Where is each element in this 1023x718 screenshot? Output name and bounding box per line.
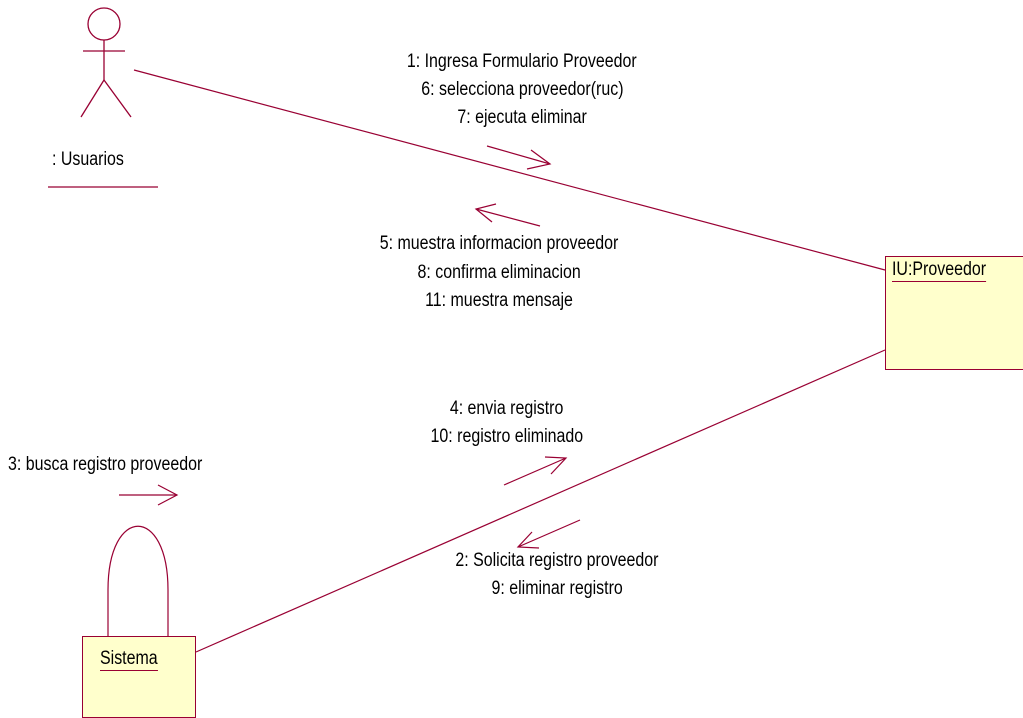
message-label: 7: ejecuta eliminar (457, 107, 587, 128)
arrow-to-usuarios (474, 203, 541, 227)
actor-usuarios-label: : Usuarios (52, 149, 124, 170)
message-label: 11: muestra mensaje (425, 290, 573, 311)
self-loop-sistema[interactable] (107, 525, 169, 636)
message-label: 10: registro eliminado (430, 426, 584, 447)
messages-to-usuarios: 5: muestra informacion proveedor 8: conf… (299, 233, 699, 312)
arrow-to-sistema (516, 519, 581, 549)
link-usuarios-iu-proveedor[interactable] (133, 69, 886, 271)
actor-left-leg (80, 79, 105, 118)
messages-to-iu-from-sistema: 4: envia registro 10: registro eliminado (357, 398, 657, 448)
object-iu-proveedor[interactable] (885, 256, 1023, 370)
actor-head (87, 7, 121, 41)
messages-to-sistema: 2: Solicita registro proveedor 9: elimin… (407, 550, 707, 600)
actor-usuarios-figure[interactable] (80, 7, 132, 118)
message-label: 4: envia registro (450, 398, 564, 419)
message-label: 5: muestra informacion proveedor (379, 233, 619, 254)
arrow-self-sistema (119, 484, 179, 506)
arrow-to-iu-proveedor (486, 145, 552, 170)
object-iu-proveedor-label: IU:Proveedor (892, 259, 987, 282)
message-label: 1: Ingresa Formulario Proveedor (407, 51, 637, 72)
message-label: 2: Solicita registro proveedor (455, 550, 659, 571)
actor-right-leg (103, 79, 132, 118)
message-label: 9: eliminar registro (491, 578, 623, 599)
message-label: 8: confirma eliminacion (417, 262, 581, 283)
messages-to-iu-proveedor: 1: Ingresa Formulario Proveedor 6: selec… (322, 51, 722, 129)
message-self-sistema-label: 3: busca registro proveedor (8, 454, 203, 475)
object-sistema-label: Sistema (100, 648, 158, 671)
object-sistema[interactable] (82, 636, 196, 718)
link-sistema-iu-proveedor[interactable] (195, 349, 886, 653)
arrow-to-iu-from-sistema (503, 456, 568, 486)
message-label: 6: selecciona proveedor(ruc) (420, 79, 624, 100)
